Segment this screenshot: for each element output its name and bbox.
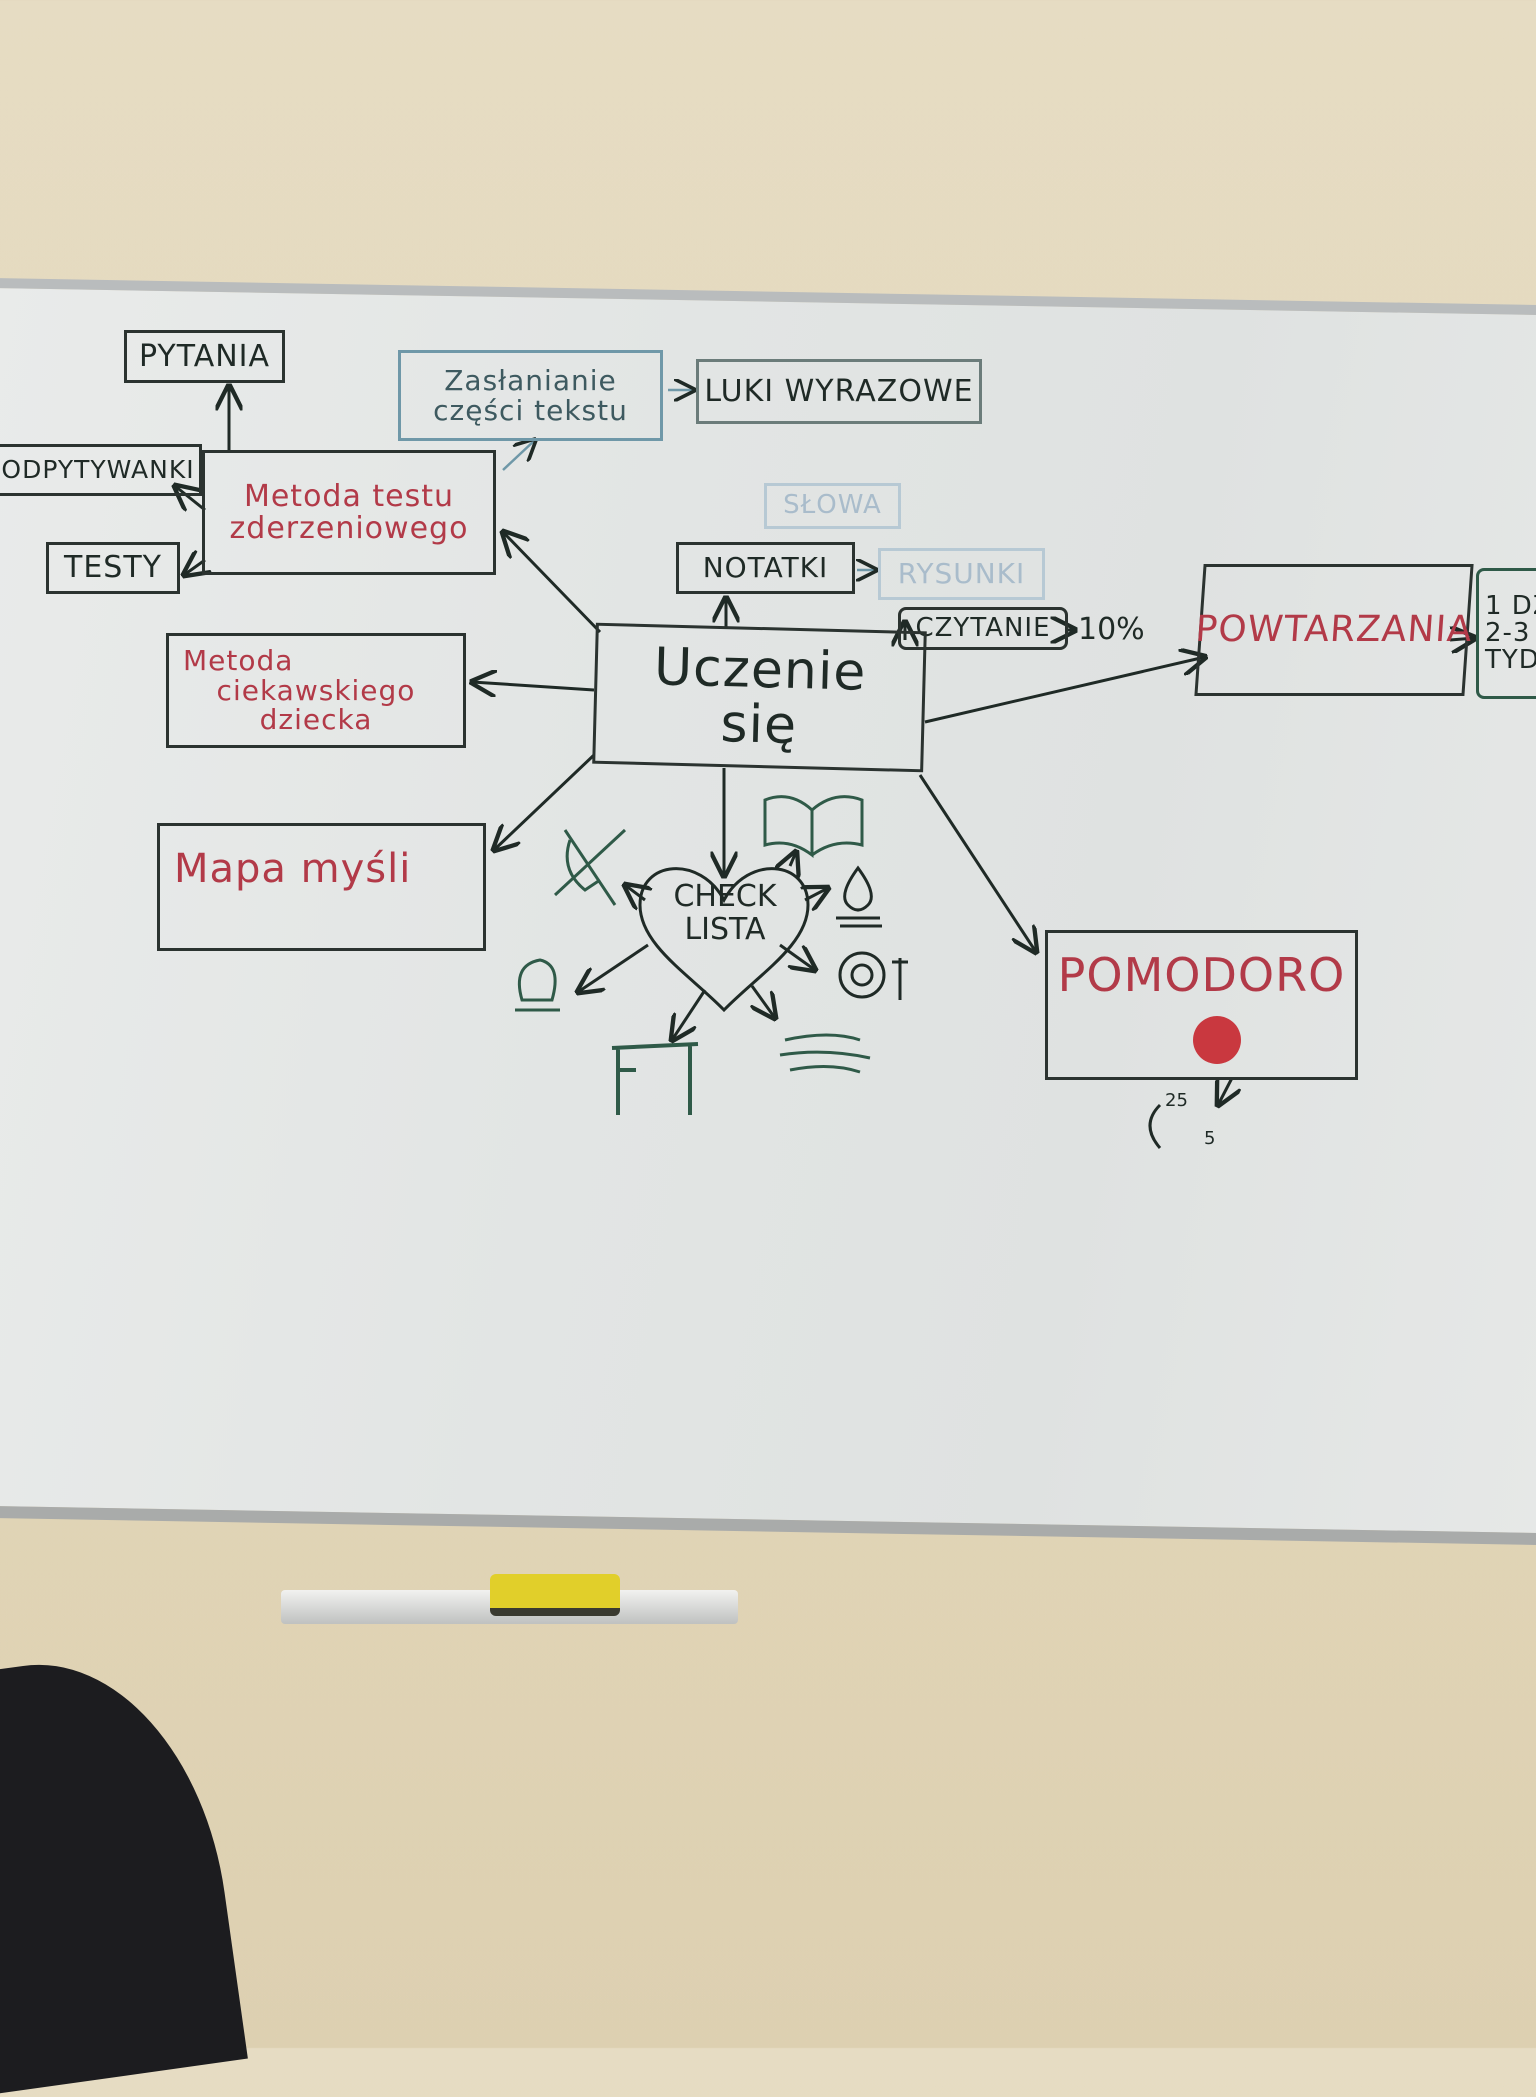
zaslanianie-line2: części tekstu [433,393,628,427]
arrow-checklist-desk [672,989,707,1040]
target-icon [838,951,908,1000]
mapa-label: Mapa myśli [174,846,412,892]
arrow-to-pomodoro [918,774,1036,952]
arrow-to-metoda-testu [503,532,602,634]
node-odpytywanki: ODPYTYWANKI [0,444,202,496]
node-czytanie: CZYTANIE [898,607,1068,650]
book-icon [763,795,864,859]
metoda-dziecka-line1: Metoda [183,644,294,678]
node-rysunki: RYSUNKI [878,548,1045,600]
heart-shape [638,867,810,1013]
arrow-to-cycle [1218,1078,1232,1105]
arrow-to-testy [184,560,205,575]
cycle-work-minutes: 25 [1165,1090,1188,1111]
luki-label: LUKI WYRAZOWE [704,373,974,409]
arrow-to-zaslanianie [502,440,535,471]
uczenie-line2: się [719,693,798,756]
schedule-line1: 1 DZ [1485,590,1536,621]
arrow-checklist-book [790,852,796,866]
metoda-testu-line2: zderzeniowego [229,510,469,546]
czytanie-percent: 10% [1078,612,1145,647]
arrow-checklist-wind [752,985,775,1018]
schedule-line3: TYD [1485,645,1536,676]
zaslanianie-line1: Zasłanianie [444,364,617,398]
node-mapa-mysli: Mapa myśli [157,823,486,951]
node-notatki: NOTATKI [676,542,855,594]
water-drop-icon [836,865,882,928]
testy-label: TESTY [64,550,162,586]
arrow-to-odpytywanki [175,486,206,510]
slowa-label: SŁOWA [783,490,882,521]
odpytywanki-label: ODPYTYWANKI [1,454,195,484]
arrow-to-mapa [494,753,596,850]
metoda-testu-line1: Metoda testu [243,479,455,514]
rysunki-label: RYSUNKI [897,557,1026,591]
powtarzania-label: POWTARZANIA [1194,609,1474,651]
cycle-arrow [1148,1103,1162,1149]
connector-arrows [0,0,1536,1149]
wind-icon [779,1033,871,1074]
node-slowa: SŁOWA [764,483,901,529]
metoda-dziecka-line2: ciekawskiego [216,673,416,707]
node-powtarzania: POWTARZANIA [1194,564,1474,696]
pomodoro-label: POMODORO [1057,948,1346,1002]
desk-icon [611,1042,699,1115]
checklista-line2: LISTA [684,912,766,947]
node-pomodoro: POMODORO [1045,930,1358,1080]
tomato-icon [1193,1016,1241,1064]
arrow-powtarzania-side [1450,638,1475,640]
node-pytania: PYTANIA [124,330,285,383]
arrow-checklist-bulb [578,943,649,992]
arrow-to-metoda-dziecka [472,682,595,690]
czytanie-label: CZYTANIE [915,612,1051,643]
checklista-line1: CHECK [673,879,777,914]
uczenie-line1: Uczenie [653,637,868,703]
arrow-checklist-target [779,943,815,970]
cycle-rest-minutes: 5 [1204,1128,1216,1149]
pytania-label: PYTANIA [138,338,271,374]
eraser[interactable] [490,1574,620,1616]
schedule-line2: 2-3 [1485,617,1531,648]
node-luki-wyrazowe: LUKI WYRAZOWE [696,359,982,424]
arrow-to-powtarzania [924,657,1205,724]
metoda-dziecka-line3: dziecka [259,703,373,737]
node-testy: TESTY [46,542,180,594]
crossed-phone-icon [553,828,627,906]
lightbulb-icon [515,958,560,1012]
notatki-label: NOTATKI [702,551,829,585]
